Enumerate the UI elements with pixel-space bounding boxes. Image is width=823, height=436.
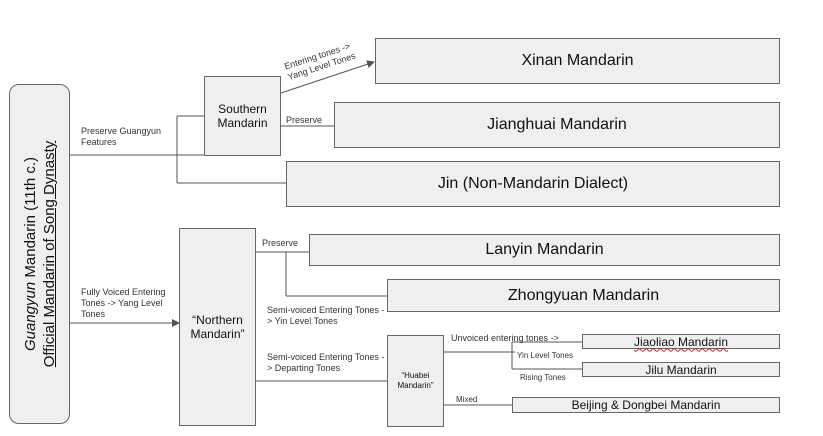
root-subtitle: Official Mandarin of Song Dynasty: [40, 140, 58, 368]
jilu-mandarin-node: Jilu Mandarin: [582, 362, 780, 377]
root-title-italic: Guangyun: [21, 281, 39, 352]
jin-dialect-node: Jin (Non-Mandarin Dialect): [286, 161, 780, 207]
huabei-mandarin-label: “Huabei Mandarin”: [397, 371, 434, 390]
root-node-text: Guangyun Mandarin (11th c.) Official Man…: [21, 84, 59, 424]
northern-mandarin-node: “Northern Mandarin”: [179, 228, 256, 426]
edge-label-unvoiced: Unvoiced entering tones ->: [451, 333, 559, 343]
edge-label-yin-level: Yin Level Tones: [517, 351, 574, 360]
edge-label-fully-voiced: Fully Voiced Entering Tones -> Yang Leve…: [81, 287, 166, 319]
jianghuai-mandarin-node: Jianghuai Mandarin: [334, 102, 780, 148]
jilu-mandarin-label: Jilu Mandarin: [645, 362, 717, 377]
root-title: Guangyun Mandarin (11th c.): [21, 84, 40, 424]
xinan-mandarin-node: Xinan Mandarin: [375, 38, 780, 84]
lanyin-mandarin-label: Lanyin Mandarin: [485, 241, 604, 258]
northern-mandarin-label: “Northern Mandarin”: [190, 313, 245, 341]
edge-label-semi-yin: Semi-voiced Entering Tones -> Yin Level …: [267, 305, 385, 326]
edge-label-preserve-south: Preserve: [286, 115, 323, 125]
southern-mandarin-node: Southern Mandarin: [204, 76, 281, 156]
lanyin-mandarin-node: Lanyin Mandarin: [309, 234, 780, 266]
zhongyuan-mandarin-node: Zhongyuan Mandarin: [387, 279, 780, 312]
edge-label-mixed: Mixed: [456, 395, 478, 404]
beijing-dongbei-mandarin-label: Beijing & Dongbei Mandarin: [571, 398, 721, 412]
huabei-mandarin-node: “Huabei Mandarin”: [387, 335, 444, 427]
xinan-mandarin-label: Xinan Mandarin: [521, 52, 634, 69]
beijing-dongbei-mandarin-node: Beijing & Dongbei Mandarin: [512, 397, 780, 413]
root-node: Guangyun Mandarin (11th c.) Official Man…: [9, 84, 70, 424]
edge-label-semi-departing: Semi-voiced Entering Tones -> Departing …: [267, 352, 385, 373]
root-title-rest: Mandarin (11th c.): [21, 157, 39, 282]
jianghuai-mandarin-label: Jianghuai Mandarin: [487, 116, 627, 133]
edge-label-rising: Rising Tones: [520, 373, 566, 382]
zhongyuan-mandarin-label: Zhongyuan Mandarin: [507, 286, 660, 304]
edge-label-preserve-guangyun: Preserve Guangyun Features: [81, 126, 162, 147]
edge-label-preserve-north: Preserve: [262, 238, 299, 248]
jiaoliao-mandarin-label: Jiaoliao Mandarin: [633, 334, 729, 349]
jin-dialect-label: Jin (Non-Mandarin Dialect): [437, 175, 629, 192]
southern-mandarin-label: Southern Mandarin: [217, 102, 268, 130]
jiaoliao-mandarin-node: Jiaoliao Mandarin: [582, 334, 780, 349]
